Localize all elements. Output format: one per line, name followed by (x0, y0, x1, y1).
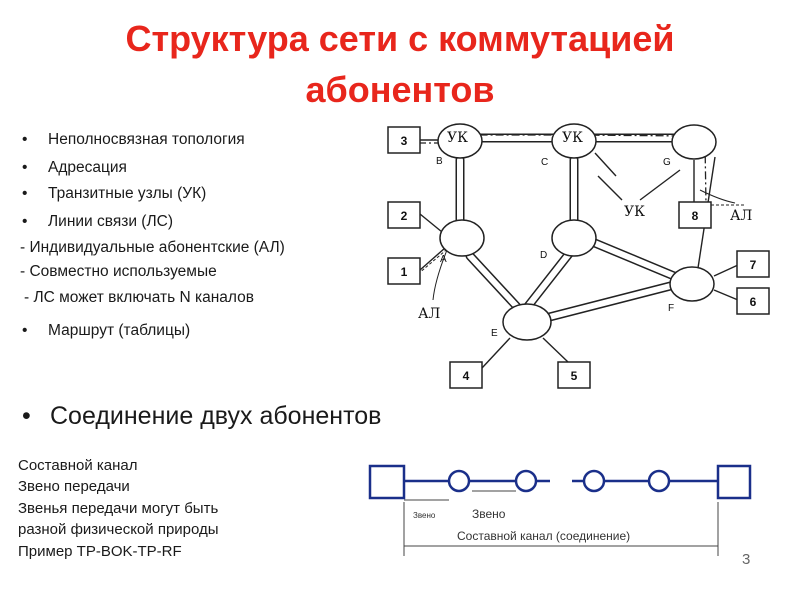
terminal-label: 3 (401, 134, 408, 148)
subscriber-box (716, 464, 752, 500)
link-label: Звено (472, 507, 506, 521)
bullet-text: Соединение двух абонентов (50, 402, 382, 430)
links-nature-text: разной физической природы (18, 521, 219, 538)
node-label: УК (447, 130, 468, 146)
node-label: УК (562, 130, 583, 146)
bullet-dot: • (22, 402, 31, 430)
node-label: УК (624, 204, 645, 220)
link-letter: E (491, 328, 498, 339)
terminal-label: 6 (750, 295, 757, 309)
bullet-dot: • (22, 322, 28, 339)
bullet-text: Транзитные узлы (УК) (48, 185, 207, 202)
switch-node (514, 469, 538, 493)
bullet-dot: • (22, 213, 28, 230)
bullet-dot: • (22, 131, 28, 148)
link-letter: A (440, 254, 447, 265)
sub-item: - Индивидуальные абонентские (АЛ) (20, 239, 285, 256)
example-text: Пример TP-BOK-TP-RF (18, 543, 182, 560)
line-label: АЛ (730, 208, 752, 224)
subscriber-box (368, 464, 406, 500)
link-text: Звено передачи (18, 478, 130, 495)
terminal-label: 8 (692, 209, 699, 223)
bullet-dot: • (22, 185, 28, 202)
link-letter: G (663, 157, 671, 168)
terminal-label: 5 (571, 369, 578, 383)
bullet-text: Неполносвязная топология (48, 131, 245, 148)
bullet-text: Маршрут (таблицы) (48, 322, 191, 339)
switch-node (447, 469, 471, 493)
sub-item: - ЛС может включать N каналов (24, 289, 254, 306)
bullet-text: Линии связи (ЛС) (48, 213, 173, 230)
composite-channel-text: Составной канал (18, 457, 138, 474)
sub-item: - Совместно используемые (20, 263, 217, 280)
composite-channel-label: Составной канал (соединение) (457, 529, 630, 543)
terminal-label: 7 (750, 258, 757, 272)
slide-title-line-2: абонентов (305, 69, 495, 110)
link-letter: B (436, 156, 443, 167)
switch-node (582, 469, 606, 493)
link-letter: C (541, 157, 548, 168)
line-label: АЛ (418, 306, 440, 322)
terminal-label: 1 (401, 265, 408, 279)
bullet-dot: • (22, 159, 28, 176)
switch-node (647, 469, 671, 493)
terminal-label: 2 (401, 209, 408, 223)
terminal-label: 4 (463, 369, 470, 383)
link-letter: D (540, 250, 547, 261)
bullet-text: Адресация (48, 159, 127, 176)
links-nature-text: Звенья передачи могут быть (18, 500, 219, 517)
page-number: 3 (742, 551, 751, 568)
slide-title-line-1: Структура сети с коммутацией (125, 18, 675, 59)
link-letter: F (668, 303, 674, 314)
link-label-small: Звено (413, 511, 436, 520)
